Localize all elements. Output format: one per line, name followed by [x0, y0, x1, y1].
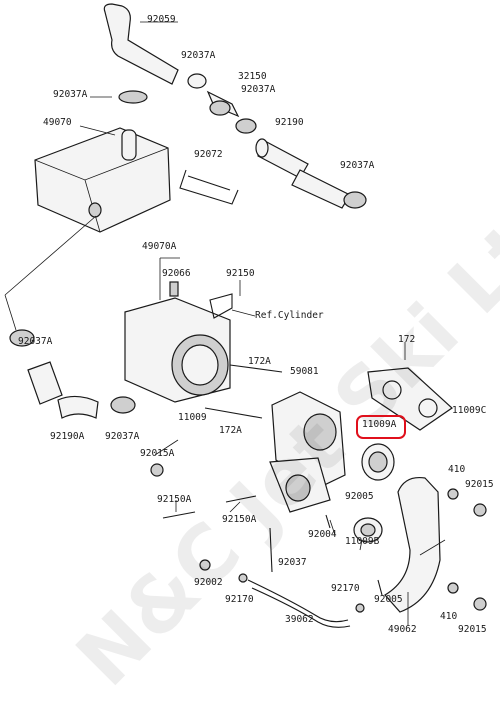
exhaust-pipe-49062: [384, 476, 441, 613]
label-49070[interactable]: 49070: [43, 117, 72, 128]
label-92037a[interactable]: 92037A: [53, 89, 88, 100]
label-49062[interactable]: 49062: [388, 624, 417, 635]
hose-92059: [103, 3, 179, 85]
clamp-92037a-3: [235, 118, 257, 134]
label-11009c[interactable]: 11009C: [452, 405, 487, 416]
label-92150a[interactable]: 92150A: [157, 494, 192, 505]
bracket-92150: [209, 293, 233, 319]
label-172a[interactable]: 172A: [219, 425, 242, 436]
label-49070a[interactable]: 49070A: [142, 241, 177, 252]
exhaust-parts-diagram: N&C Jet Ski Ltd 92059 92037A 32150 92037…: [4, 3, 500, 704]
stud-172a-1: [229, 364, 283, 373]
clamp-92037a-5: [9, 329, 35, 347]
bolt-92037: [269, 527, 273, 573]
hose-92190a: [27, 361, 63, 405]
nut-92015a: [150, 463, 164, 477]
label-92072[interactable]: 92072: [194, 149, 223, 160]
label-92037a[interactable]: 92037A: [105, 431, 140, 442]
label-92005[interactable]: 92005: [374, 594, 403, 605]
bracket-92072: [179, 169, 239, 205]
label-92037[interactable]: 92037: [278, 557, 307, 568]
label-92059[interactable]: 92059: [147, 14, 176, 25]
label-11009b[interactable]: 11009B: [345, 536, 380, 547]
label-410[interactable]: 410: [440, 611, 458, 622]
label-410[interactable]: 410: [448, 464, 466, 475]
clamp-92037a-6: [110, 396, 136, 414]
label-172a[interactable]: 172A: [248, 356, 271, 367]
label-59081[interactable]: 59081: [290, 366, 319, 377]
label-92005[interactable]: 92005: [345, 491, 374, 502]
muffler-49070: [34, 127, 171, 233]
stud-172a-2: [204, 407, 263, 419]
label-39062[interactable]: 39062: [285, 614, 314, 625]
label-92037a[interactable]: 92037A: [241, 84, 276, 95]
label-92002[interactable]: 92002: [194, 577, 223, 588]
label-11009a[interactable]: 11009A: [362, 419, 397, 430]
fitting-32150: [187, 73, 207, 89]
label-92037a[interactable]: 92037A: [18, 336, 53, 347]
clamp-92037a-2: [209, 100, 231, 116]
parts-drawing: [4, 3, 487, 628]
label-92015a[interactable]: 92015A: [140, 448, 175, 459]
nut-92004: [325, 514, 331, 529]
reference-note: Ref.Cylinder: [255, 310, 324, 321]
label-92015[interactable]: 92015: [465, 479, 494, 490]
label-92190a[interactable]: 92190A: [50, 431, 85, 442]
label-92037a[interactable]: 92037A: [181, 50, 216, 61]
label-92150[interactable]: 92150: [226, 268, 255, 279]
label-92190[interactable]: 92190: [275, 117, 304, 128]
hose-39062: [247, 579, 349, 623]
label-92037a[interactable]: 92037A: [340, 160, 375, 171]
label-92170[interactable]: 92170: [225, 594, 254, 605]
bolt-92066: [169, 281, 179, 297]
label-92004[interactable]: 92004: [308, 529, 337, 540]
label-92015[interactable]: 92015: [458, 624, 487, 635]
label-92150a[interactable]: 92150A: [222, 514, 257, 525]
label-11009[interactable]: 11009: [178, 412, 207, 423]
label-92066[interactable]: 92066: [162, 268, 191, 279]
highlight-box: [356, 415, 406, 439]
bolt-92150a: [162, 511, 196, 519]
label-32150[interactable]: 32150: [238, 71, 267, 82]
clamp-92037a-4: [343, 191, 367, 209]
clamp-92037a-1: [118, 90, 148, 104]
label-172[interactable]: 172: [398, 334, 416, 345]
label-92170[interactable]: 92170: [331, 583, 360, 594]
